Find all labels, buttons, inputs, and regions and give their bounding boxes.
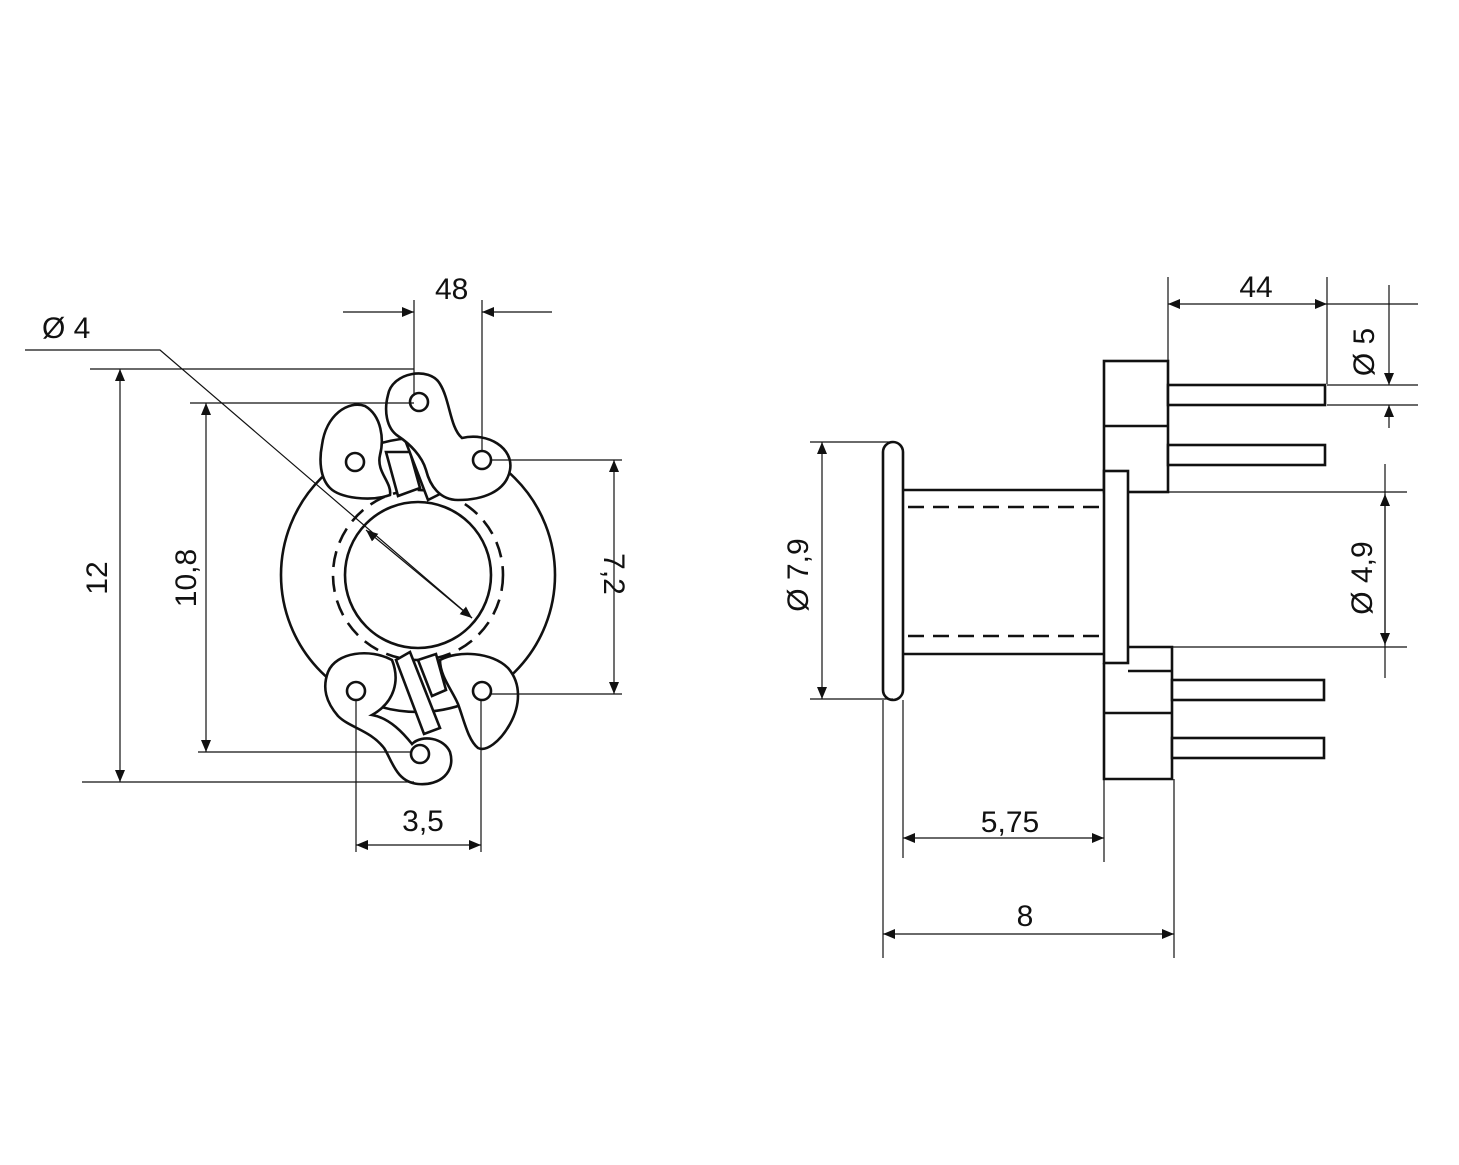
- dim-inner-height-label: 10,8: [170, 549, 203, 607]
- bottom-link-b: [416, 652, 448, 698]
- front-bore-hidden: [331, 488, 505, 662]
- dim-bottom-pin-spacing-label: 3,5: [402, 805, 444, 838]
- pin-hole-bottom-left: [345, 680, 367, 702]
- bottom-right-lobe: [438, 652, 520, 751]
- dim-winding-length: 5,75: [902, 700, 1105, 862]
- dim-pin-row-height-label: 7,2: [597, 553, 630, 595]
- dim-pin-row-height: 7,2: [490, 459, 630, 695]
- top-left-lobe: [319, 403, 392, 500]
- dim-bore-diameter-label: Ø 4: [42, 312, 90, 345]
- dim-overall-length: 8: [882, 700, 1175, 958]
- top-link-a: [384, 450, 422, 498]
- dim-top-pin-spacing-label: 48: [435, 273, 468, 306]
- dim-overall-height-label: 12: [81, 561, 114, 594]
- side-flange: [881, 440, 905, 702]
- front-view: Ø 4 48 12 10,8 7,2: [25, 273, 630, 852]
- dim-pin-length-label: 44: [1239, 271, 1272, 304]
- bottom-pin-1: [1170, 678, 1326, 702]
- pin-hole-top-left: [344, 451, 366, 473]
- pin-hole-bottom-right: [471, 680, 493, 702]
- bottom-terminals: [324, 650, 520, 786]
- dim-pin-diameter: Ø 5: [1327, 285, 1418, 428]
- dim-overall-height: 12: [81, 368, 414, 783]
- center-plate: [1102, 469, 1130, 665]
- dim-winding-length-label: 5,75: [981, 806, 1039, 839]
- side-view: Ø 7,9 44 Ø 5 Ø 4,9: [782, 271, 1418, 958]
- dim-flange-diameter: Ø 7,9: [782, 441, 893, 700]
- top-pin-2: [1166, 443, 1327, 467]
- dim-pin-diameter-label: Ø 5: [1348, 328, 1381, 376]
- top-pin-1: [1166, 383, 1327, 407]
- dim-bottom-pin-spacing: 3,5: [355, 699, 482, 852]
- dim-core-diameter: Ø 4,9: [1168, 464, 1407, 678]
- pin-hole-bottom-center: [409, 743, 431, 765]
- dim-overall-length-label: 8: [1017, 900, 1034, 933]
- bottom-link-a: [394, 650, 442, 736]
- dim-pin-length: 44: [1167, 271, 1418, 384]
- dim-top-pin-spacing: 48: [343, 273, 552, 452]
- bottom-pin-2: [1170, 736, 1326, 760]
- dim-core-diameter-label: Ø 4,9: [1346, 541, 1379, 614]
- top-header: [1102, 359, 1327, 494]
- dim-flange-diameter-label: Ø 7,9: [782, 538, 815, 611]
- dim-inner-height: 10,8: [170, 402, 414, 753]
- pin-hole-top-center: [408, 391, 430, 413]
- pin-hole-top-right: [471, 449, 493, 471]
- bottom-header: [1102, 645, 1326, 781]
- front-bore: [343, 500, 493, 650]
- top-terminals: [319, 372, 512, 502]
- dim-bore-diameter: Ø 4: [25, 312, 473, 619]
